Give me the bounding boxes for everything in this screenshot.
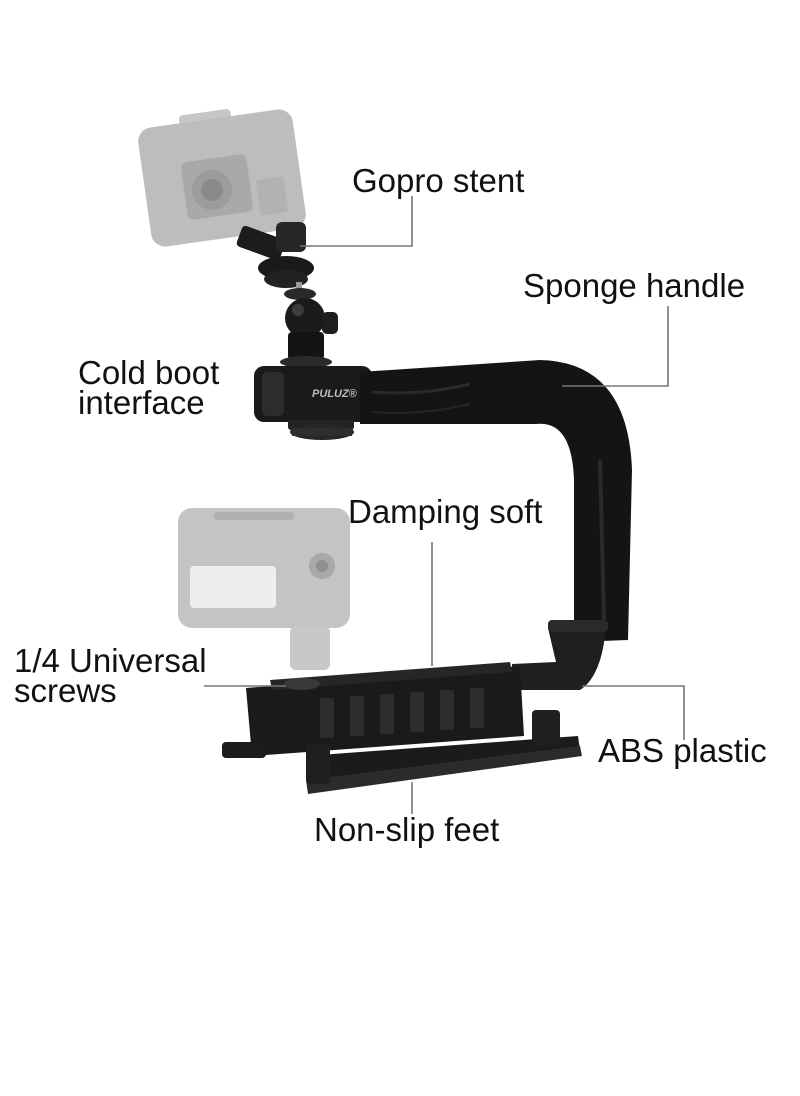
label-cold-boot-line1: Cold boot bbox=[78, 354, 220, 391]
ball-head bbox=[280, 288, 338, 368]
leader-lines bbox=[204, 196, 685, 814]
gopro-stent bbox=[236, 222, 314, 294]
label-sponge-handle: Sponge handle bbox=[523, 267, 746, 304]
leader-abs-plastic bbox=[582, 685, 685, 740]
brand-logo: PULUZ® bbox=[312, 388, 358, 400]
label-universal-screws: 1/4 Universal screws bbox=[14, 642, 207, 709]
label-universal-screws-line1: 1/4 Universal bbox=[14, 642, 207, 679]
label-gopro-stent: Gopro stent bbox=[352, 162, 525, 199]
cold-boot-interface: PULUZ® bbox=[254, 366, 372, 440]
label-cold-boot-line2: interface bbox=[78, 384, 205, 421]
label-abs-plastic: ABS plastic bbox=[598, 732, 767, 769]
leader-sponge-handle bbox=[562, 306, 669, 387]
abs-plastic-arm bbox=[512, 620, 608, 690]
label-cold-boot-interface: Cold boot interface bbox=[78, 354, 220, 421]
universal-screw bbox=[284, 678, 320, 690]
leader-gopro-stent bbox=[300, 196, 413, 247]
base-plate bbox=[222, 662, 524, 758]
sponge-handle bbox=[360, 360, 632, 642]
label-damping-soft: Damping soft bbox=[348, 493, 543, 530]
label-non-slip-feet: Non-slip feet bbox=[314, 811, 500, 848]
gopro-camera bbox=[138, 109, 306, 247]
label-universal-screws-line2: screws bbox=[14, 672, 117, 709]
led-light bbox=[178, 508, 350, 670]
non-slip-feet bbox=[306, 710, 582, 794]
